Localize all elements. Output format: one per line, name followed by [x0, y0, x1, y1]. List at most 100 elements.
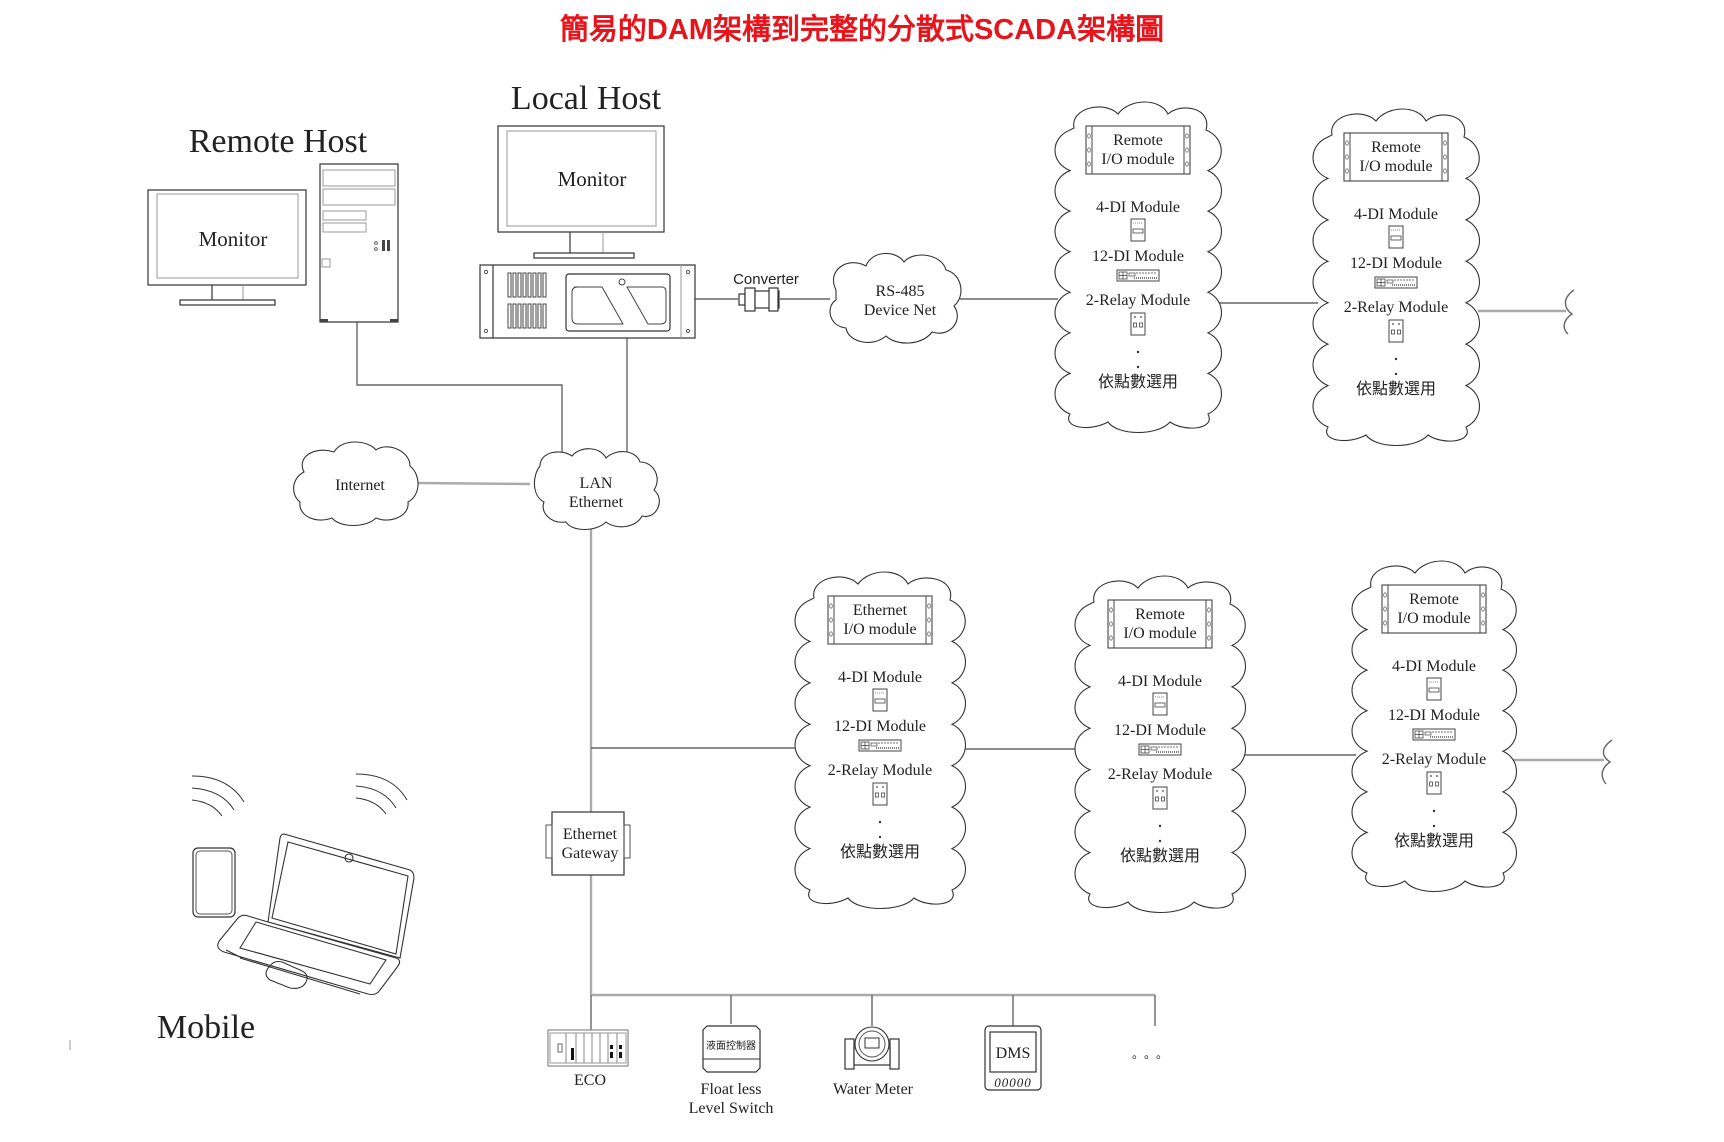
water-meter[interactable]: Water Meter: [833, 1026, 914, 1098]
io-module-item-label: 4-DI Module: [1096, 199, 1180, 216]
4di-module-icon: [1426, 677, 1442, 701]
level-switch-label-line2: Level Switch: [689, 1100, 774, 1117]
mobile-devices[interactable]: Mobile: [69, 773, 415, 1050]
ethernet-gateway[interactable]: Ethernet Gateway: [545, 811, 631, 876]
io-module-header-box: [1085, 125, 1191, 175]
more-devices-ellipsis: 。。。: [1132, 1047, 1174, 1061]
lan-ethernet-cloud[interactable]: LAN Ethernet: [533, 448, 660, 531]
level-switch-label-line1: Float less: [701, 1081, 762, 1098]
io-module-item-label: 4-DI Module: [838, 669, 922, 686]
pc-tower-icon: [319, 163, 399, 323]
ellipsis-dot: [878, 835, 882, 839]
wire-remote-host-lan: [356, 322, 563, 470]
ellipsis-dot: [1136, 350, 1140, 354]
connection-lines: [356, 289, 1613, 1038]
12di-module-icon: [858, 739, 902, 752]
4di-module-icon: [1388, 225, 1404, 249]
gateway-label-line2: Gateway: [562, 845, 619, 862]
level-switch-panel-text: 液面控制器: [706, 1039, 756, 1052]
io-module-header-line1: Remote: [1409, 591, 1459, 608]
io-module-header-line2: I/O module: [1397, 610, 1470, 627]
relay-module-icon: [1130, 312, 1146, 336]
lan-label-line2: Ethernet: [569, 494, 624, 511]
io-module-item-label: 2-Relay Module: [1382, 751, 1486, 768]
converter-icon: [738, 287, 780, 312]
io-module-item-label: 4-DI Module: [1354, 206, 1438, 223]
local-monitor-label: Monitor: [558, 167, 627, 191]
io-module-header-box: [1343, 132, 1449, 182]
io-module-header-box: [1381, 584, 1487, 634]
mobile-label: Mobile: [157, 1009, 255, 1046]
converter[interactable]: Converter: [733, 271, 799, 312]
ellipsis-dot: [1394, 357, 1398, 361]
smartphone-icon: [192, 847, 236, 918]
ellipsis-dot: [1432, 809, 1436, 813]
plc-rack-icon: [547, 1029, 629, 1067]
float-less-level-switch[interactable]: 液面控制器 Float less Level Switch: [689, 1025, 774, 1117]
relay-module-icon: [872, 782, 888, 806]
12di-module-icon: [1138, 743, 1182, 756]
12di-module-icon: [1412, 728, 1456, 741]
rs485-label-line1: RS-485: [876, 283, 925, 300]
io-module-item-label: 2-Relay Module: [1108, 766, 1212, 783]
eco-controller[interactable]: ECO: [547, 1029, 629, 1089]
io-module-header-line2: I/O module: [1359, 158, 1432, 175]
io-module-item-label: 4-DI Module: [1392, 658, 1476, 675]
io-module-item-label: 4-DI Module: [1118, 673, 1202, 690]
gateway-label-line1: Ethernet: [563, 826, 618, 843]
4di-module-icon: [1130, 218, 1146, 242]
4di-module-icon: [1152, 692, 1168, 716]
internet-cloud[interactable]: Internet: [293, 441, 419, 527]
rs485-device-net-cloud[interactable]: RS-485 Device Net: [829, 252, 962, 344]
io-module-item-label: 12-DI Module: [1114, 722, 1206, 739]
converter-label: Converter: [733, 271, 799, 288]
lan-cloud-shape: [533, 448, 660, 531]
ellipsis-dot: [1394, 372, 1398, 376]
io-module-header-line2: I/O module: [1123, 625, 1196, 642]
io-module-header-line1: Remote: [1371, 139, 1421, 156]
io-module-item-label: 12-DI Module: [1350, 255, 1442, 272]
remote-monitor-label: Monitor: [199, 227, 268, 251]
io-module-footer: 依點數選用: [1394, 832, 1474, 850]
ellipsis-dot: [1158, 839, 1162, 843]
remote-host-label: Remote Host: [189, 123, 368, 160]
relay-module-icon: [1388, 319, 1404, 343]
lan-label-line1: LAN: [580, 475, 613, 492]
dms-label: DMS: [996, 1045, 1031, 1062]
io-module-header-line2: I/O module: [1101, 151, 1174, 168]
industrial-pc-icon: [479, 264, 696, 339]
4di-module-icon: [872, 688, 888, 712]
internet-label: Internet: [335, 477, 385, 494]
ellipsis-dot: [1432, 824, 1436, 828]
ellipsis-dot: [1158, 824, 1162, 828]
level-switch-icon: 液面控制器: [702, 1025, 761, 1073]
remote-host[interactable]: Remote Host Monitor: [147, 123, 399, 323]
io-module-header-line1: Ethernet: [853, 602, 908, 619]
io-module-header-box: [827, 595, 933, 645]
gateway-box: [551, 811, 625, 876]
dms-meter-icon: DMS 00000: [984, 1025, 1042, 1091]
io-module-header-box: [1107, 599, 1213, 649]
relay-module-icon: [1426, 771, 1442, 795]
rs485-cloud-shape: [829, 252, 962, 344]
local-host[interactable]: Local Host Monitor: [479, 80, 696, 339]
io-module-header-line2: I/O module: [843, 621, 916, 638]
wire-internet-lan: [414, 481, 531, 486]
diagram-title: 簡易的DAM架構到完整的分散式SCADA架構圖: [559, 14, 1165, 46]
io-module-item-label: 12-DI Module: [1388, 707, 1480, 724]
io-module-item-label: 2-Relay Module: [1344, 299, 1448, 316]
io-module-item-label: 12-DI Module: [1092, 248, 1184, 265]
line-break-symbol: [1563, 289, 1575, 335]
dms-meter[interactable]: DMS 00000: [984, 1025, 1042, 1091]
ellipsis-dot: [878, 820, 882, 824]
io-module-footer: 依點數選用: [1356, 380, 1436, 398]
io-module-item-label: 12-DI Module: [834, 718, 926, 735]
module-cloud-shape: [1351, 560, 1518, 892]
